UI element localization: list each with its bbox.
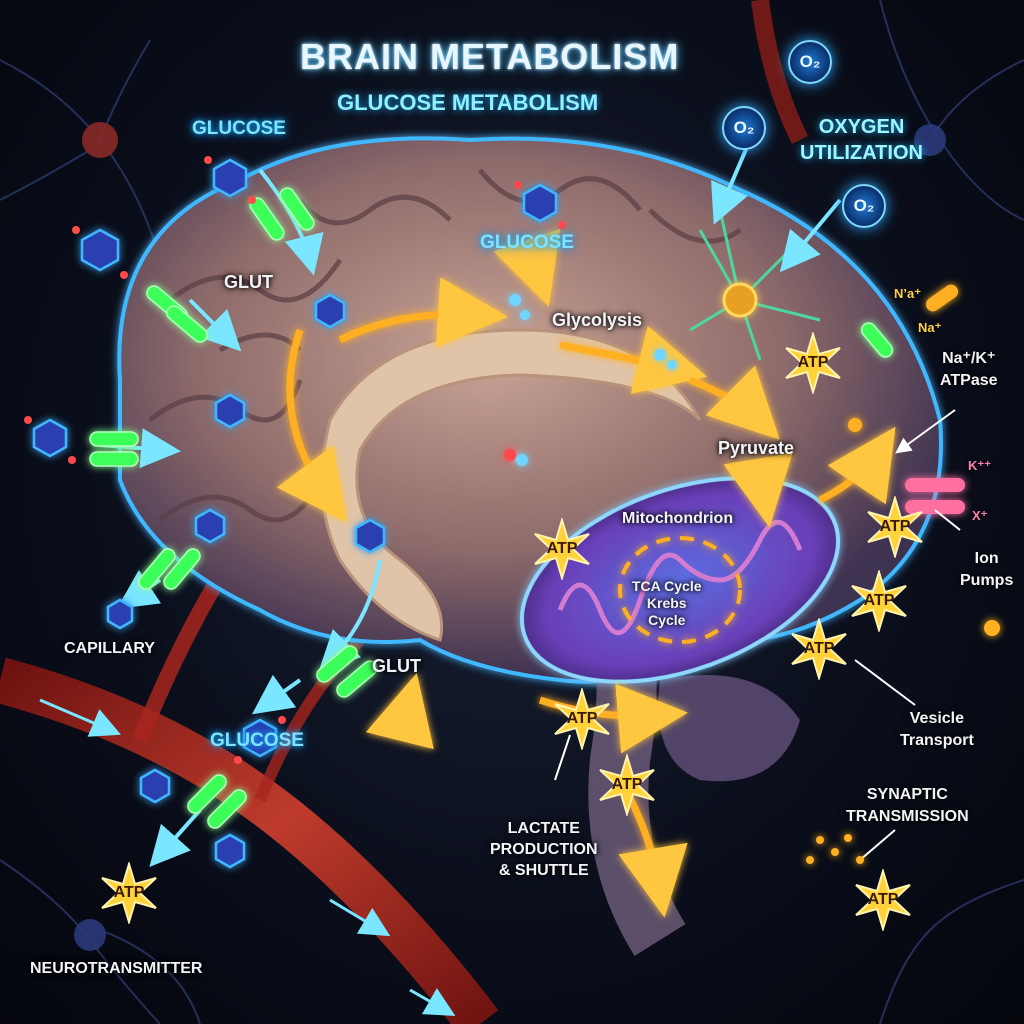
- page-subtitle: GLUCOSE METABOLISM: [337, 90, 599, 115]
- atp-text: ATP: [863, 592, 895, 609]
- glucose-arrows: [99, 139, 842, 867]
- atp-text: ATP: [611, 776, 643, 793]
- capillary-label: CAPILLARY: [64, 640, 155, 657]
- neuron-body-top-left: [82, 122, 118, 158]
- atpase-line1: Na⁺/K⁺: [942, 350, 996, 367]
- page-title: BRAIN METABOLISM: [300, 36, 680, 77]
- atp-burst: ATP: [788, 618, 850, 680]
- glucose-label-top-left: GLUCOSE: [192, 118, 286, 139]
- glut-label-lower: GLUT: [372, 656, 421, 676]
- synaptic-transmission-label: SYNAPTIC TRANSMISSION: [846, 784, 969, 828]
- glucose-label-center: GLUCOSE: [480, 232, 574, 253]
- na-ion-top: N’a⁺: [894, 286, 922, 301]
- pyruvate-label: Pyruvate: [718, 438, 795, 458]
- atp-text: ATP: [566, 710, 598, 727]
- atpase-line2: ATPase: [940, 372, 998, 389]
- oxygen-label-line1: OXYGEN: [818, 116, 905, 138]
- tca-line2: Krebs: [646, 595, 687, 611]
- lactate-label: LACTATE PRODUCTION & SHUTTLE: [490, 818, 598, 881]
- tca-line1: TCA Cycle: [632, 578, 702, 594]
- atp-burst: ATP: [596, 754, 658, 816]
- mitochondrion-label: Mitochondrion: [622, 510, 734, 527]
- glycolysis-intermediates: [504, 294, 677, 466]
- atp-burst: ATP: [848, 570, 910, 632]
- na-ion-mid: Na⁺: [918, 320, 942, 335]
- atp-burst: ATP: [782, 332, 844, 394]
- glut-transporters: [89, 187, 894, 829]
- atp-text: ATP: [546, 540, 578, 557]
- atp-text: ATP: [867, 891, 899, 908]
- ion-pumps-label: Ion Pumps: [960, 548, 1013, 592]
- ion-channels: [905, 284, 965, 514]
- x-ion: X⁺: [972, 508, 988, 523]
- glucose-label-bottom: GLUCOSE: [210, 730, 304, 751]
- oxygen-label-line2: UTILIZATION: [800, 142, 923, 164]
- pointer-lines: [554, 409, 961, 861]
- k-ion: K⁺⁺: [968, 458, 992, 473]
- lactate-line1: LACTATE: [507, 820, 580, 837]
- atp-burst: ATP: [531, 518, 593, 580]
- astrocyte-nucleus: [722, 282, 758, 318]
- vesicle-line1: Vesicle: [909, 710, 965, 727]
- atp-text: ATP: [797, 354, 829, 371]
- glycolysis-label: Glycolysis: [552, 310, 643, 330]
- synaptic-line1: SYNAPTIC: [866, 786, 948, 803]
- neurotransmitter-label: NEUROTRANSMITTER: [30, 960, 203, 977]
- atp-text: ATP: [803, 640, 835, 657]
- oxygen-bubble-2: O₂: [722, 106, 766, 150]
- lactate-line3: & SHUTTLE: [498, 862, 589, 879]
- glut-label-upper: GLUT: [224, 272, 273, 292]
- molecule-atoms: [24, 156, 566, 764]
- synaptic-vesicles: [806, 418, 1000, 864]
- oxygen-bubble-3: O₂: [842, 184, 886, 228]
- ion-pumps-line2: Pumps: [960, 572, 1014, 589]
- glucose-molecules: [32, 158, 558, 869]
- lactate-line2: PRODUCTION: [490, 841, 598, 858]
- flow-arrows: [276, 229, 896, 918]
- atpase-label: Na⁺/K⁺ ATPase: [940, 348, 998, 392]
- atp-burst: ATP: [864, 496, 926, 558]
- ion-pumps-line1: Ion: [974, 550, 999, 567]
- atp-burst: ATP: [98, 862, 160, 924]
- oxygen-utilization-label: OXYGEN UTILIZATION: [800, 114, 923, 166]
- oxygen-bubble-1: O₂: [788, 40, 832, 84]
- synaptic-line2: TRANSMISSION: [846, 808, 969, 825]
- tca-line3: Cycle: [648, 612, 686, 628]
- neuron-body-bottom-left: [74, 919, 106, 951]
- atp-burst: ATP: [852, 869, 914, 931]
- atp-text: ATP: [113, 884, 145, 901]
- tca-cycle-label: TCA Cycle Krebs Cycle: [632, 578, 702, 629]
- atp-text: ATP: [879, 518, 911, 535]
- vesicle-transport-label: Vesicle Transport: [900, 708, 974, 752]
- mitochondrion-illustration: [519, 476, 841, 684]
- neuron-body-top-right: [914, 124, 946, 156]
- atp-burst: ATP: [551, 688, 613, 750]
- vesicle-line2: Transport: [900, 732, 974, 749]
